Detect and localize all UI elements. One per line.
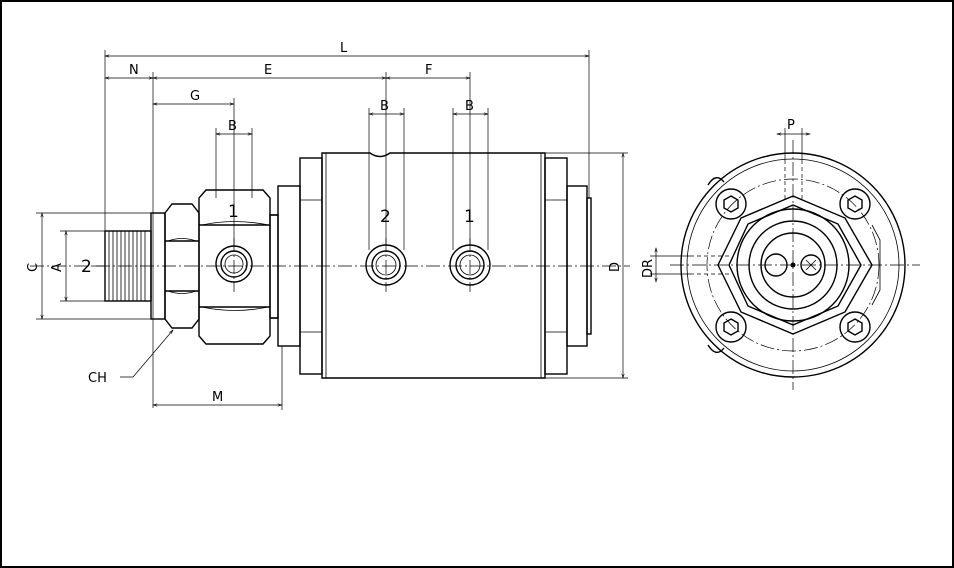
dim-label-B-port1: B (465, 99, 474, 114)
port-label-body-right: 1 (464, 207, 475, 227)
hex-side-right (871, 224, 881, 306)
bolt-top-right (839, 188, 871, 220)
housing-body (321, 152, 546, 379)
dim-label-L: L (340, 41, 348, 56)
channel-right-cross (805, 259, 817, 271)
bore-outer (736, 208, 850, 322)
body-port-2 (365, 238, 407, 292)
dim-label-D: D (608, 262, 623, 272)
bolt-bottom-left (715, 311, 747, 343)
end-hex-outer (717, 195, 873, 335)
port-label-side: 1 (228, 202, 239, 222)
dim-label-C: C (26, 263, 41, 272)
port-label-body-left: 2 (380, 207, 391, 227)
tab-top (707, 177, 725, 186)
dim-label-M: M (212, 390, 223, 405)
bore-mid (748, 220, 838, 310)
bolt-circle (706, 178, 880, 352)
dim-label-B-port2: B (380, 99, 389, 114)
tab-bottom (707, 344, 725, 353)
dim-label-CH: CH (88, 371, 107, 386)
end-view: P DR (641, 118, 920, 390)
dim-label-F: F (425, 63, 432, 78)
dim-label-A: A (50, 263, 65, 272)
channel-right (800, 254, 822, 276)
dim-label-N: N (129, 63, 139, 78)
bolt-bottom-right (839, 311, 871, 343)
side-view: L N E F G B B B C A D M (26, 41, 630, 410)
bore-inner (760, 232, 826, 298)
port-label-end: 2 (81, 257, 92, 277)
dim-label-P: P (787, 118, 795, 133)
outer-flange-circle (680, 152, 906, 378)
dim-label-G: G (190, 89, 200, 104)
bolt-top-left (715, 188, 747, 220)
body-port-1 (449, 238, 491, 292)
extension-lines (36, 50, 628, 410)
inner-flange-circle (686, 158, 900, 372)
dim-label-DR: DR (641, 259, 656, 278)
dim-label-B-side: B (228, 119, 237, 134)
channel-left (764, 253, 788, 277)
leader-CH (120, 330, 173, 378)
housing-flange-right (544, 157, 592, 375)
dim-label-E: E (264, 63, 272, 78)
center-dot (790, 262, 796, 268)
